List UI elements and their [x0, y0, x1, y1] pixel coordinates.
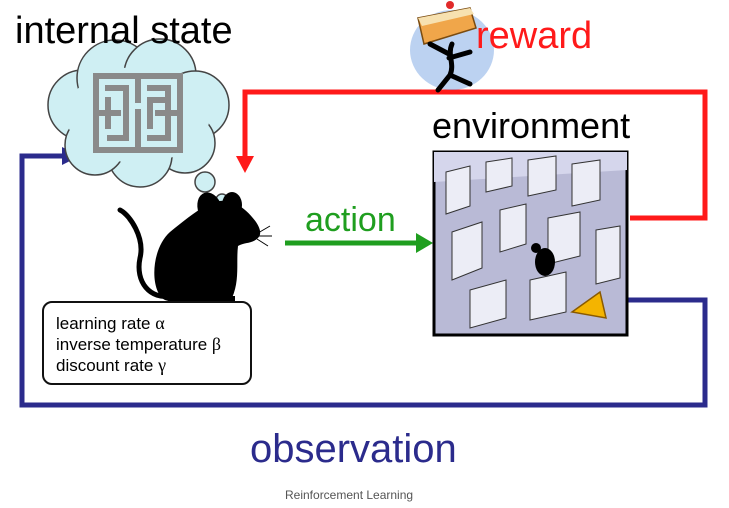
gamma-symbol: γ: [158, 355, 167, 375]
agent-parameters-box: learning rate α inverse temperature β di…: [42, 301, 252, 385]
reward-arrowhead: [236, 156, 254, 173]
param-learning-rate: learning rate α: [56, 313, 165, 333]
observation-loop-arrow: [19, 153, 708, 408]
action-arrowhead: [416, 233, 433, 253]
maze-scene-icon: [432, 150, 629, 337]
running-cake-figure-icon: [410, 1, 494, 93]
observation-label: observation: [250, 427, 457, 471]
thought-cloud-maze-icon: [47, 38, 230, 207]
action-label: action: [305, 201, 396, 239]
alpha-symbol: α: [155, 313, 165, 333]
environment-label: environment: [432, 105, 631, 146]
reward-label: reward: [476, 15, 593, 57]
param-inverse-temperature: inverse temperature β: [56, 334, 222, 354]
rat-silhouette-icon: [117, 192, 272, 306]
param-discount-rate: discount rate γ: [56, 355, 167, 375]
internal-state-label: internal state: [15, 10, 233, 52]
beta-symbol: β: [211, 334, 222, 354]
reward-loop-arrow: [242, 89, 708, 221]
figure-caption: Reinforcement Learning: [285, 488, 414, 502]
